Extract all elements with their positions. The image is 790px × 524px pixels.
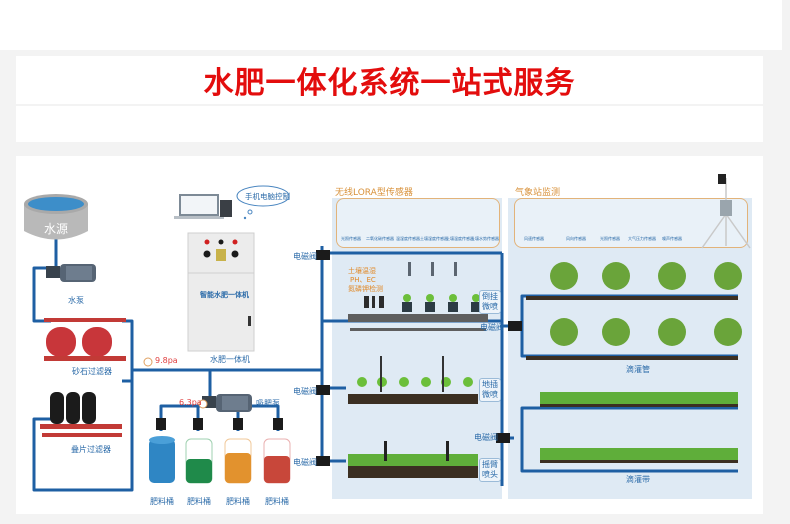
fertilizer-tanks	[149, 436, 291, 484]
disc-filter-icon	[40, 392, 122, 437]
drip-tape-crops	[540, 392, 738, 463]
solenoid-valves	[156, 250, 522, 466]
zone-tag-ground-mist: 地插微喷	[479, 378, 501, 402]
valve-2-icon	[316, 385, 330, 395]
lora-sensor-label: 光照传感器	[341, 236, 361, 241]
lora-sensor-frame	[336, 198, 500, 248]
weather-sensor-label: 光照传感器	[600, 236, 620, 241]
diagram-graphics	[24, 174, 751, 492]
lora-sensor-label: 二氧化碳传感器	[366, 236, 394, 241]
page-title: 水肥一体化系统一站式服务	[203, 66, 576, 101]
pressure-main-readout: 9.8pa	[155, 356, 178, 365]
soil-test-line1: 土壤温湿	[348, 267, 376, 275]
weather-station-head-icon	[718, 174, 726, 184]
laptop-tablet-icon	[174, 194, 232, 219]
weather-station-box-icon	[720, 200, 732, 216]
lora-sensor-label: 土壤温度传感器	[446, 236, 474, 241]
cloud-label: 手机电脑控制	[245, 192, 290, 201]
cloud-bubble-icon	[236, 185, 290, 220]
top-band	[0, 0, 782, 50]
valve-label-2: 电磁阀	[293, 387, 317, 396]
rotary-sprinkler-zone	[348, 441, 478, 478]
orchard-trees	[526, 262, 742, 360]
weather-sensor-label: 风向传感器	[566, 236, 586, 241]
pressure-gauge-fert-icon	[198, 399, 208, 409]
water-pump-label: 水泵	[68, 296, 84, 305]
hanging-mist-zone	[348, 262, 488, 331]
tank-label-3: 肥料桶	[226, 497, 250, 506]
weather-sensor-label: 大气压力传感器	[628, 236, 656, 241]
drip-tape-label: 滴灌带	[626, 475, 650, 484]
lora-section-title: 无线LORA型传感器	[335, 188, 413, 198]
pressure-fert-readout: 6.3pa	[179, 398, 202, 407]
water-source-label: 水源	[44, 222, 69, 236]
tank-label-2: 肥料桶	[187, 497, 211, 506]
controller-brand-text: 智能水肥一体机	[200, 291, 249, 299]
pressure-gauge-main-icon	[143, 357, 153, 367]
valve-label-1: 电磁阀	[293, 252, 317, 261]
lora-sensor-label: 土壤水势传感器	[471, 236, 499, 241]
valve-1-icon	[316, 250, 330, 260]
ground-mist-zone	[348, 356, 478, 404]
water-source-tank	[24, 194, 88, 240]
weather-sensor-frame	[514, 198, 748, 248]
valve-label-3: 电磁阀	[293, 458, 317, 467]
title-banner: 水肥一体化系统一站式服务	[16, 56, 763, 104]
lora-sensor-label: 温湿度传感器	[396, 236, 420, 241]
drip-pipe-label: 滴灌管	[626, 365, 650, 374]
controller-cabinet	[187, 232, 255, 352]
valve-3-icon	[316, 456, 330, 466]
tank-label-4: 肥料桶	[265, 497, 289, 506]
water-pump-icon	[46, 264, 96, 282]
lora-sensor-label: 土壤湿度传感器	[420, 236, 448, 241]
tank-label-1: 肥料桶	[150, 497, 174, 506]
zone-tag-rotary: 摇臂喷头	[479, 458, 501, 482]
valve-label-4: 电磁阀	[480, 323, 504, 332]
fertilizer-pump-icon	[202, 394, 252, 412]
diagram-panel: 无线LORA型传感器 气象站监测	[16, 156, 763, 514]
greenhouse-zone-panel	[332, 198, 502, 499]
sand-filter-icon	[44, 318, 126, 361]
fert-pump-label: 吸肥泵	[256, 399, 280, 408]
soil-test-line3: 氮磷钾检测	[348, 285, 383, 293]
valve-label-5: 电磁阀	[474, 433, 498, 442]
zone-tag-hanging-mist: 倒挂微喷	[479, 290, 501, 314]
controller-label: 水肥一体机	[210, 355, 250, 364]
sand-filter-label: 砂石过滤器	[72, 367, 112, 376]
title-panel	[16, 106, 763, 142]
weather-section-title: 气象站监测	[515, 188, 561, 198]
disc-filter-label: 叠片过滤器	[71, 445, 111, 454]
valve-4-icon	[508, 321, 522, 331]
valve-5-icon	[496, 433, 510, 443]
weather-sensor-label: 噪声传感器	[662, 236, 682, 241]
weather-sensor-label: 风速传感器	[524, 236, 544, 241]
soil-test-line2: PH、EC	[350, 276, 376, 284]
